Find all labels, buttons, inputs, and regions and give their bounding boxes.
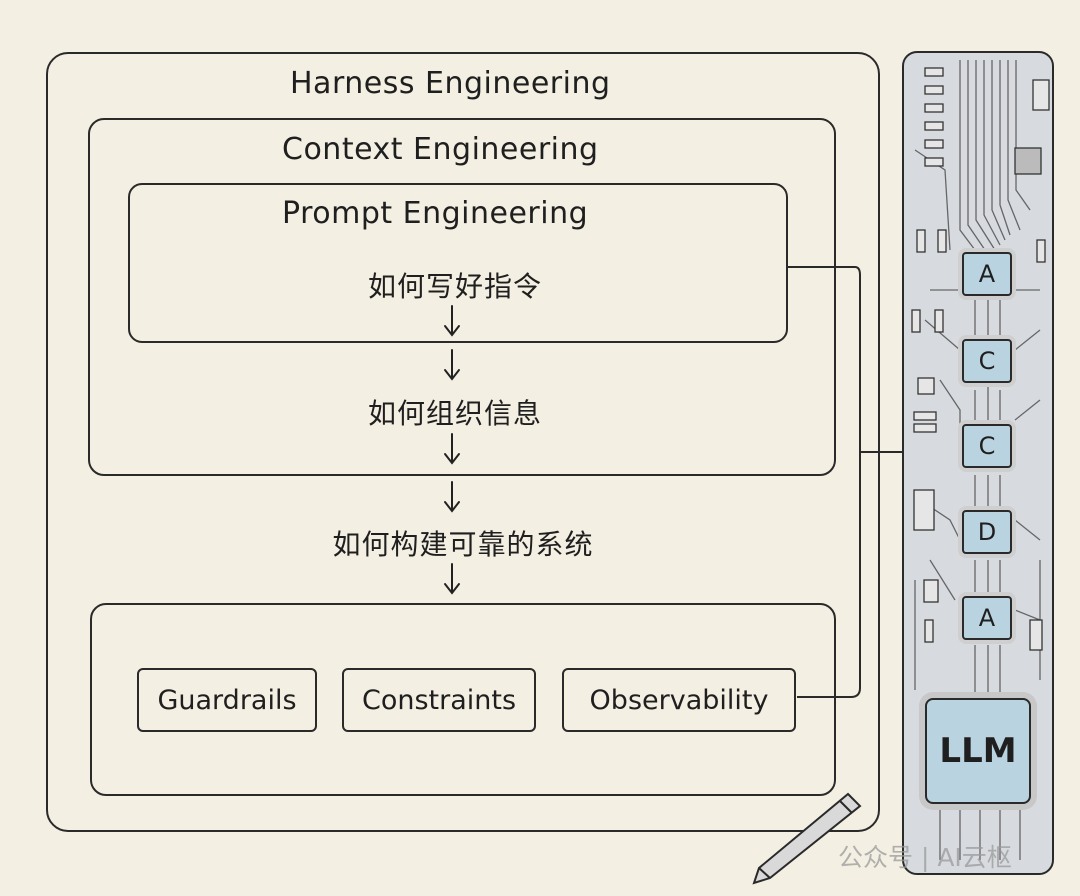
harness-description: 如何构建可靠的系统 <box>332 528 594 561</box>
chip-d: D <box>962 510 1012 554</box>
llm-label: LLM <box>939 731 1017 771</box>
arrow-down-icon <box>444 563 460 595</box>
harness-engineering-box <box>46 52 880 832</box>
watermark-text: 公众号 | AI云枢 <box>838 843 1012 872</box>
chip-a: A <box>962 252 1012 296</box>
llm-chip: LLM <box>925 698 1031 804</box>
context-engineering-box <box>88 118 836 476</box>
prompt-engineering-box <box>128 183 788 343</box>
guardrails-component: Guardrails <box>137 668 317 732</box>
arrow-down-icon <box>444 433 460 465</box>
reliable-system-box <box>90 603 836 796</box>
arrow-down-icon <box>444 481 460 513</box>
harness-engineering-title: Harness Engineering <box>290 66 611 101</box>
constraints-component: Constraints <box>342 668 536 732</box>
chip-a: A <box>962 596 1012 640</box>
context-engineering-title: Context Engineering <box>282 132 599 167</box>
pencil-icon <box>752 792 862 885</box>
arrow-down-icon <box>444 349 460 381</box>
context-description: 如何组织信息 <box>367 397 543 430</box>
chip-c: C <box>962 339 1012 383</box>
observability-component: Observability <box>562 668 796 732</box>
chip-c: C <box>962 424 1012 468</box>
arrow-down-icon <box>444 305 460 337</box>
prompt-engineering-title: Prompt Engineering <box>282 196 589 231</box>
prompt-description: 如何写好指令 <box>367 270 543 303</box>
